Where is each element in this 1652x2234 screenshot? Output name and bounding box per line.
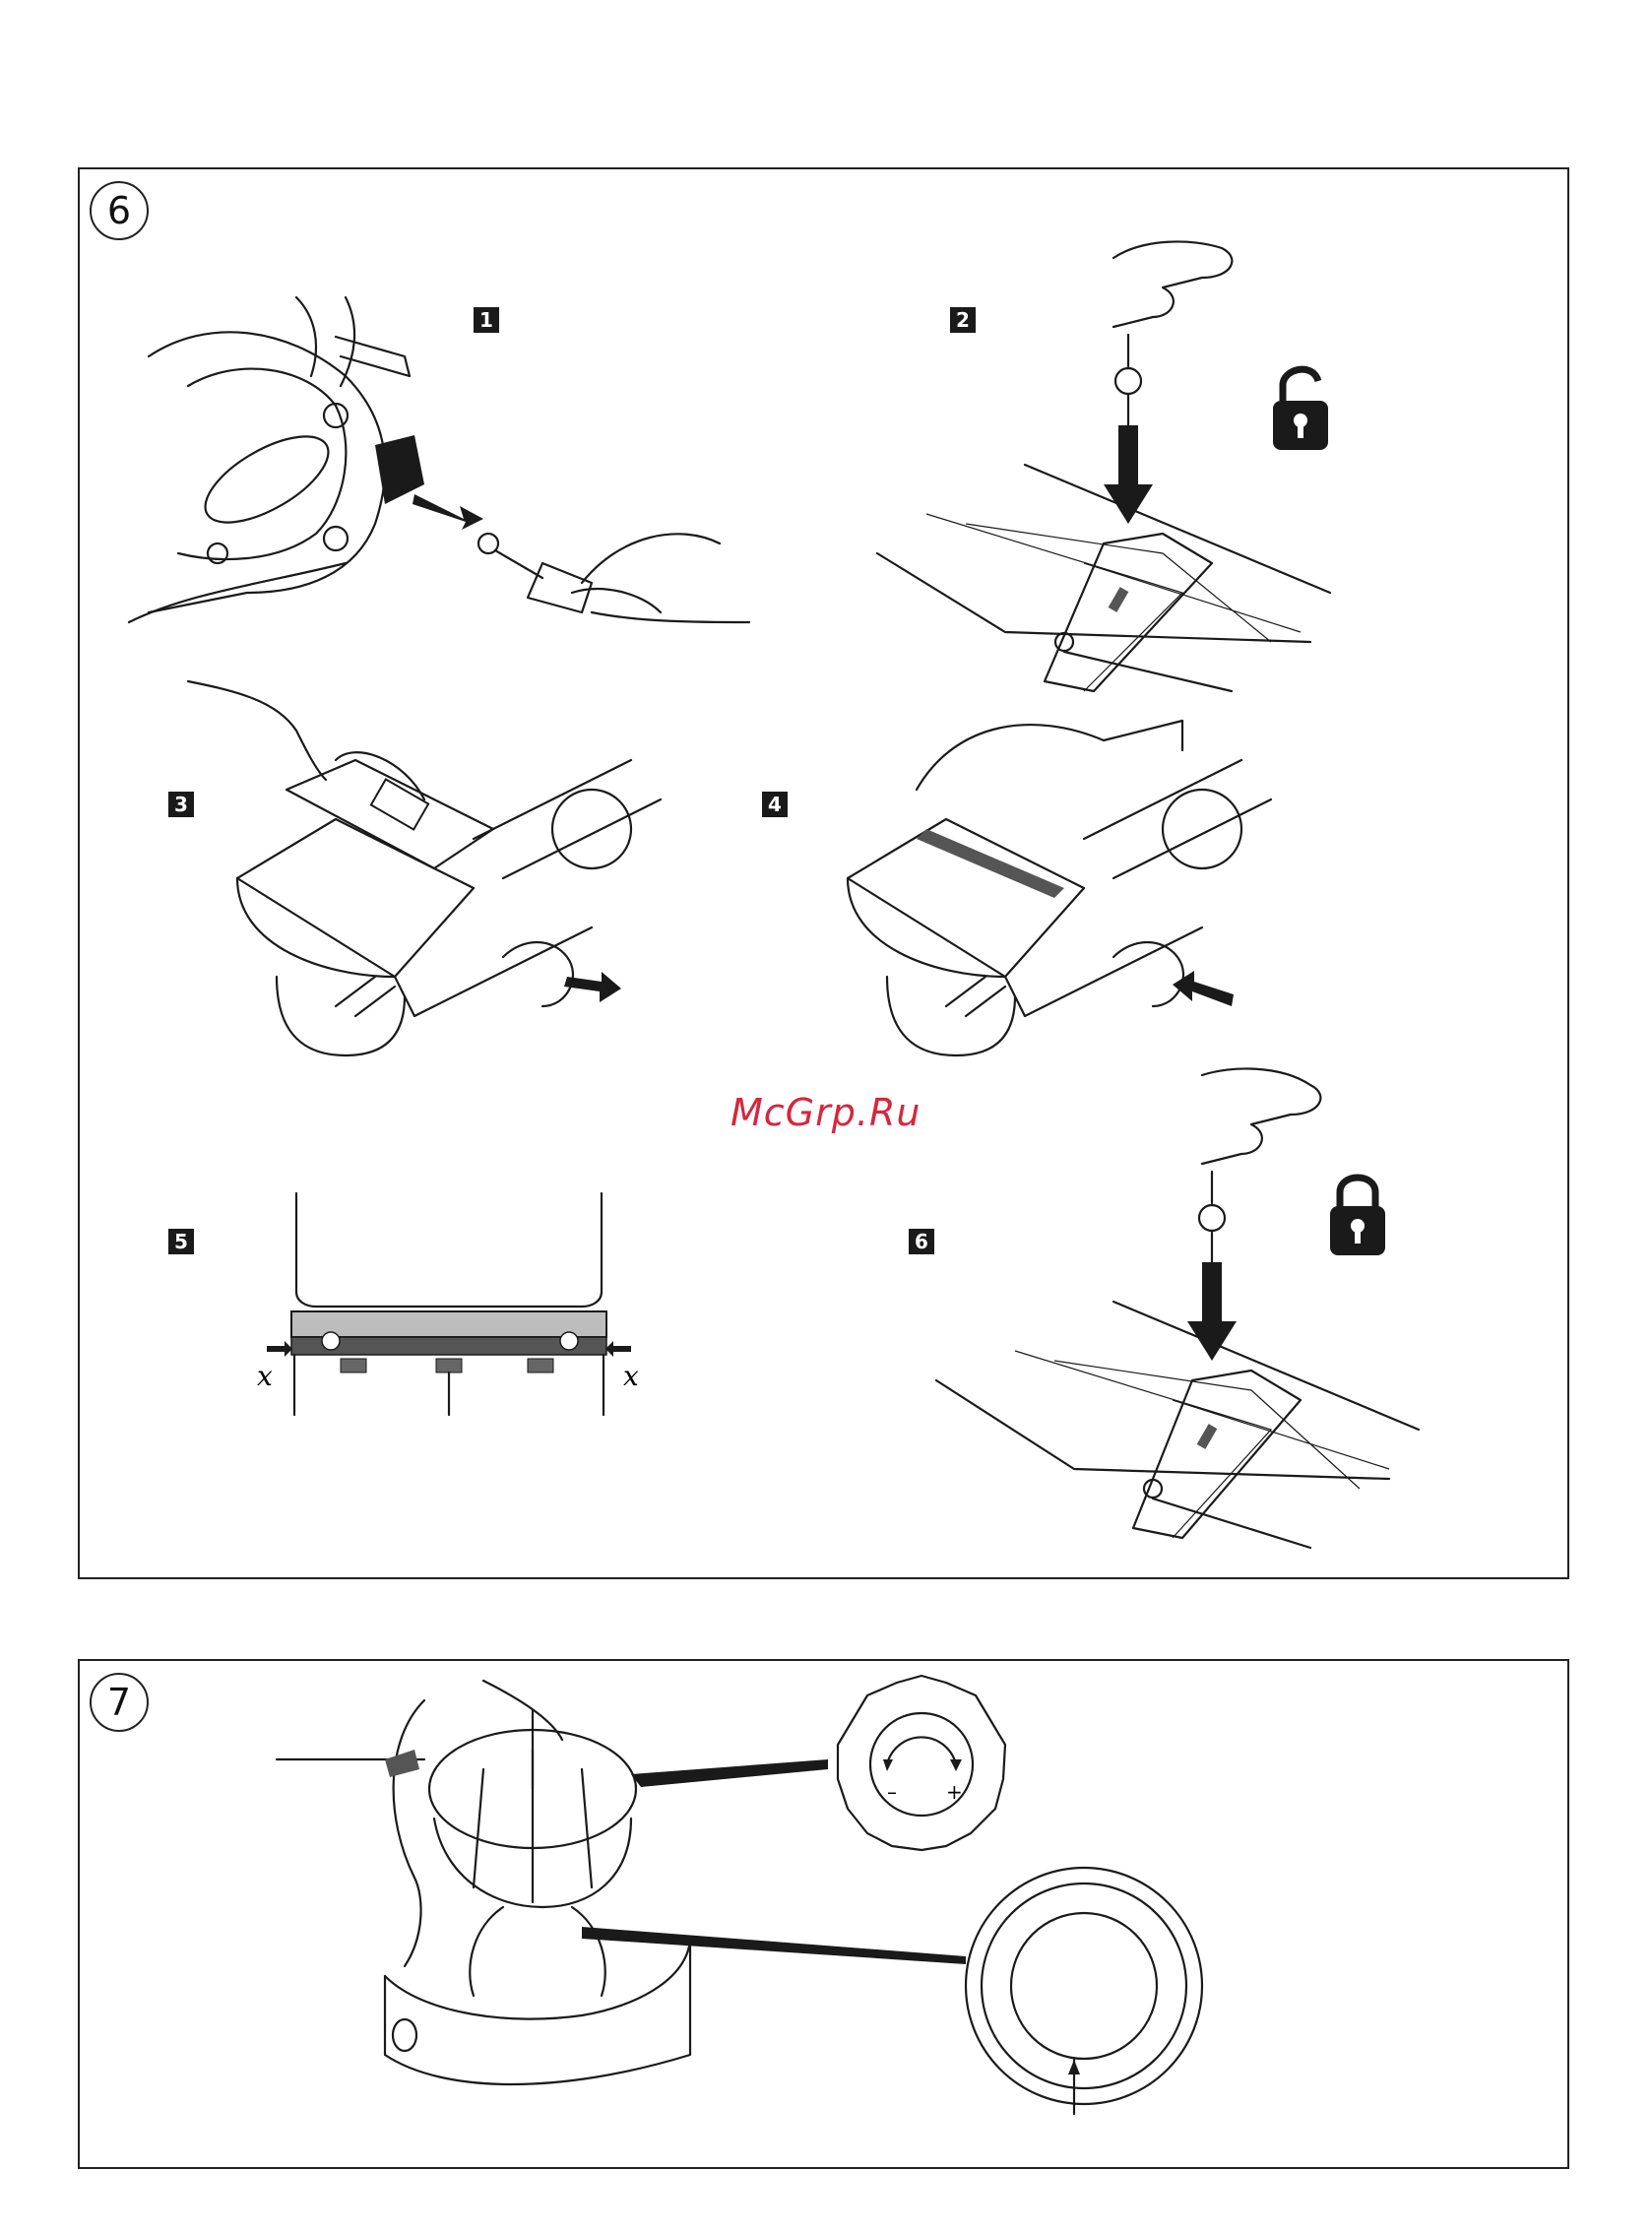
lock-icon: [1328, 1169, 1387, 1257]
step-6-illustration: [917, 1075, 1497, 1587]
step-5-illustration: x x: [168, 1193, 651, 1420]
dial-plus-sign: +: [946, 1780, 963, 1804]
figure-7-panel: 7 – +: [78, 1659, 1569, 2169]
ring-detail: [956, 1858, 1212, 2114]
step-label-4: 4: [762, 792, 788, 817]
figure-number: 6: [90, 181, 149, 240]
step-2-illustration: [867, 219, 1438, 691]
step-3-illustration: [178, 681, 700, 1115]
depth-dial-detail: – +: [828, 1671, 1015, 1858]
dial-minus-sign: –: [887, 1780, 897, 1804]
watermark: McGrp.Ru: [731, 1091, 921, 1134]
unlock-icon: [1271, 361, 1335, 455]
figure-6-panel: 6 1 2 3 4 5 6: [78, 167, 1569, 1579]
clearance-label-right: x: [623, 1360, 639, 1392]
clearance-label-left: x: [257, 1360, 273, 1392]
step-4-illustration: [789, 681, 1310, 1115]
step-1-illustration: [149, 297, 818, 681]
callout-lines: [80, 1661, 1571, 2171]
